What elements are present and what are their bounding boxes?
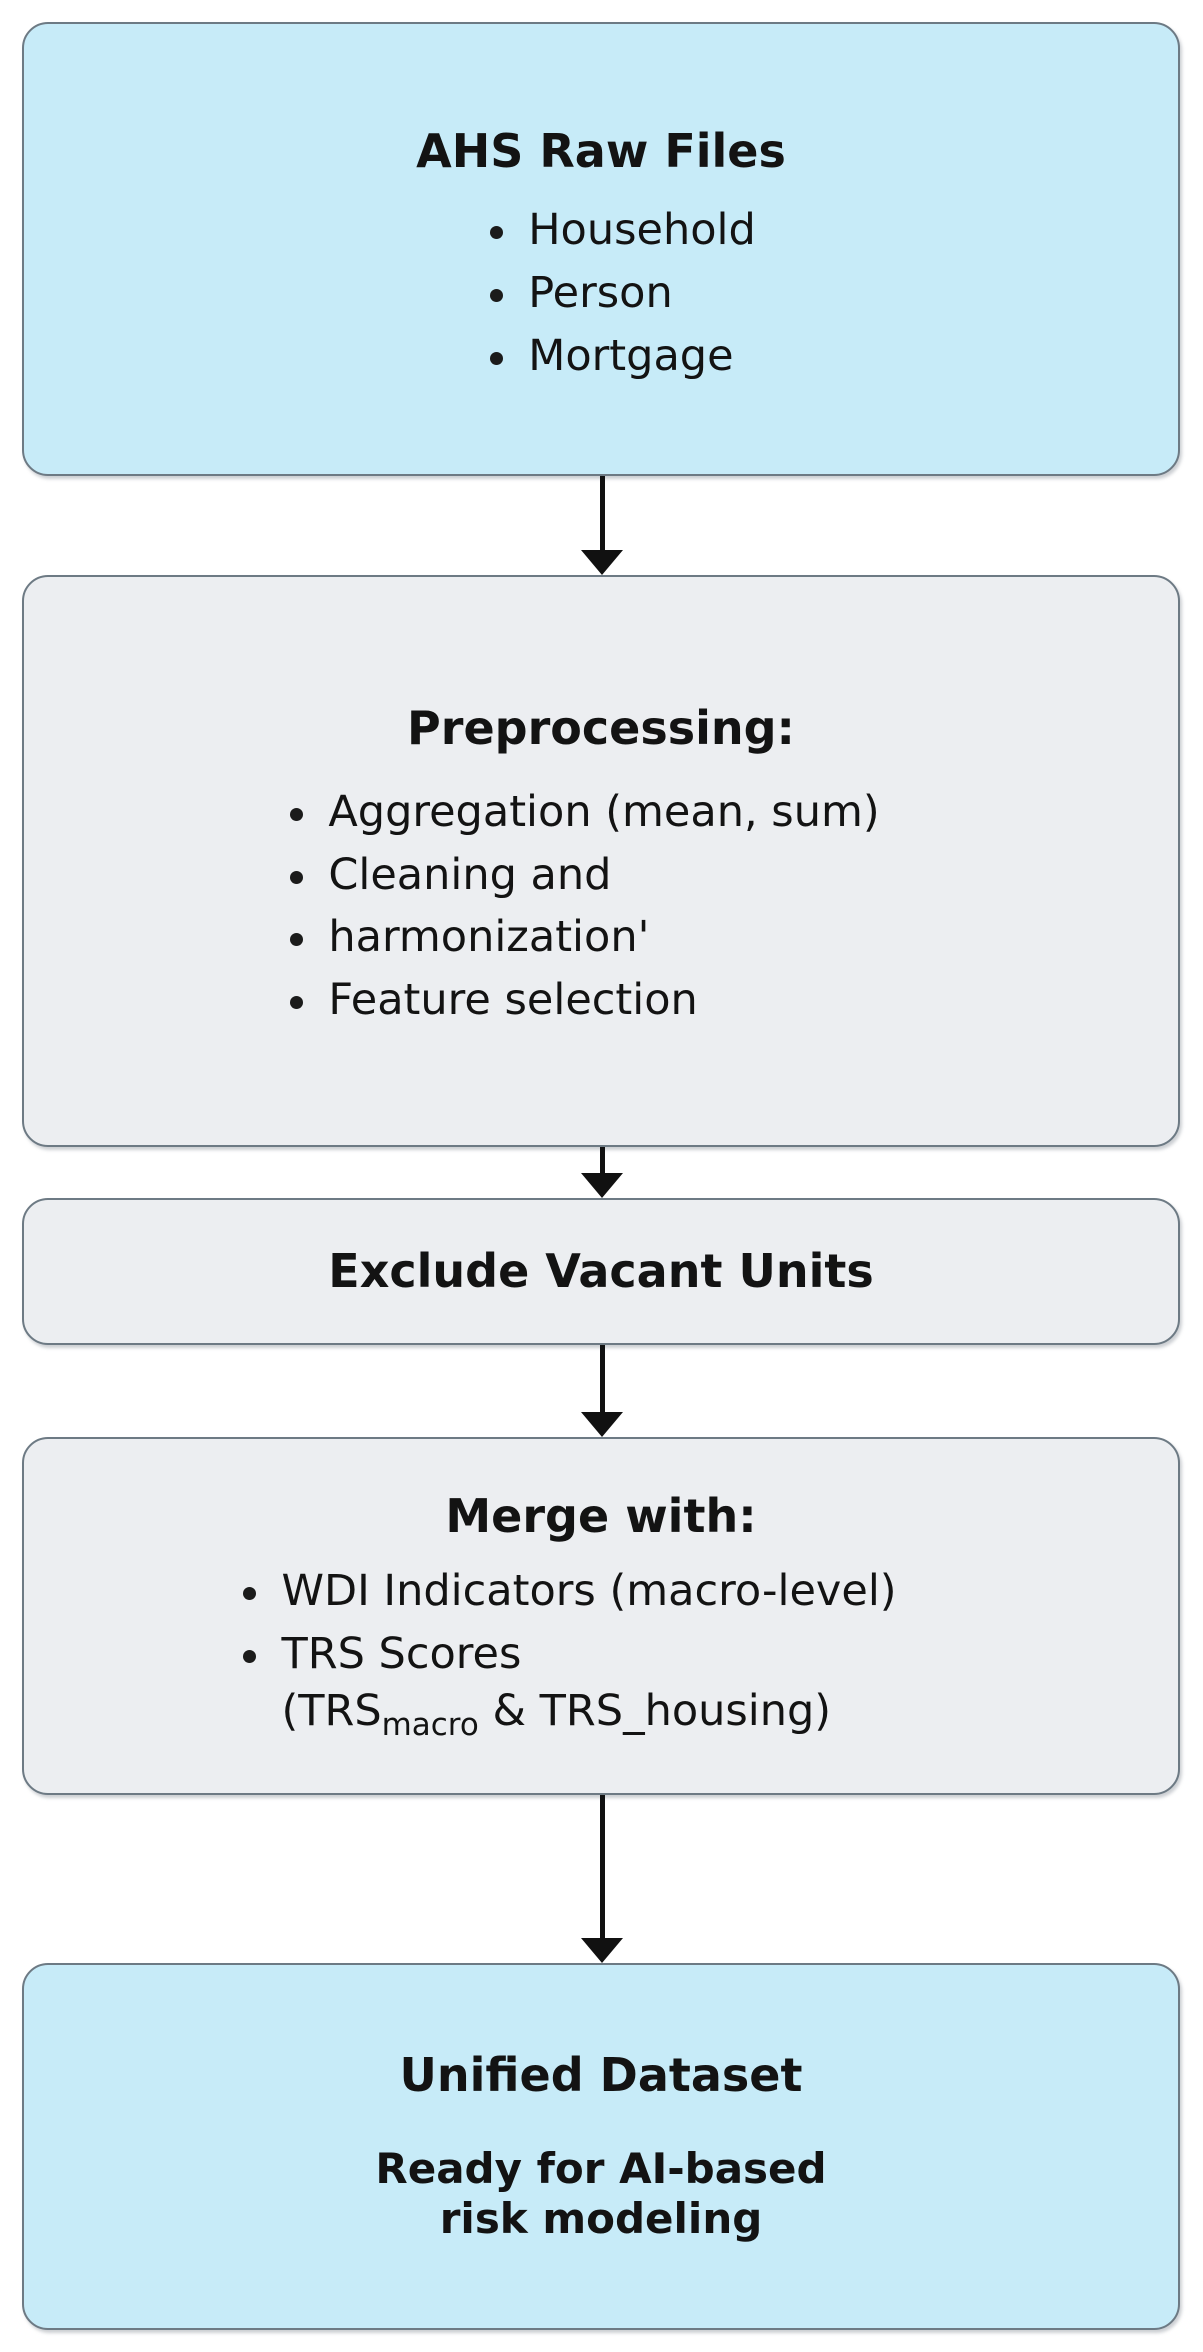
bullet-list-preprocessing: Aggregation (mean, sum) Cleaning and har… bbox=[282, 784, 880, 1029]
bullet-text: Aggregation (mean, sum) bbox=[328, 786, 880, 837]
bullet-dot-icon bbox=[290, 933, 304, 947]
bullet-list-ahs-raw-files: Household Person Mortgage bbox=[482, 202, 756, 384]
arrow-head-icon bbox=[581, 1412, 623, 1437]
list-item: Household bbox=[482, 202, 756, 259]
bullet-dot-icon bbox=[290, 807, 304, 821]
node-title-unified-dataset: Unified Dataset bbox=[399, 2047, 803, 2102]
bullet-text: Feature selection bbox=[328, 975, 698, 1026]
bullet-text: Mortgage bbox=[528, 330, 734, 381]
trs-prefix: (TRS bbox=[281, 1685, 382, 1736]
list-item: Cleaning and bbox=[282, 847, 879, 904]
bullet-list-merge-with: WDI Indicators (macro-level) TRS Scores … bbox=[235, 1563, 897, 1746]
bullet-dot-icon bbox=[490, 226, 504, 240]
list-item: Mortgage bbox=[482, 328, 756, 385]
arrow-head-icon bbox=[581, 1173, 623, 1198]
bullet-dot-icon bbox=[490, 289, 504, 302]
bullet-text: WDI Indicators (macro-level) bbox=[281, 1566, 896, 1616]
list-item: Feature selection bbox=[282, 972, 879, 1029]
node-unified-dataset[interactable]: Unified Dataset Ready for AI-based risk … bbox=[22, 1963, 1180, 2330]
list-item: WDI Indicators (macro-level) bbox=[235, 1563, 897, 1620]
bullet-dot-icon bbox=[243, 1650, 257, 1663]
node-preprocessing[interactable]: Preprocessing: Aggregation (mean, sum) C… bbox=[22, 575, 1180, 1147]
arrow-head-icon bbox=[581, 1938, 623, 1963]
node-title-ahs-raw-files: AHS Raw Files bbox=[416, 123, 786, 178]
list-item: Person bbox=[482, 265, 756, 322]
bullet-text: harmonization' bbox=[328, 912, 650, 963]
node-title-exclude-vacant-units: Exclude Vacant Units bbox=[328, 1244, 874, 1299]
bullet-text: Household bbox=[528, 205, 756, 256]
connector-shaft bbox=[600, 1795, 605, 1940]
bullet-continuation-line: (TRSmacro & TRS_housing) bbox=[281, 1683, 896, 1746]
list-item: TRS Scores (TRSmacro & TRS_housing) bbox=[235, 1626, 896, 1746]
node-exclude-vacant-units[interactable]: Exclude Vacant Units bbox=[22, 1198, 1180, 1345]
node-title-preprocessing: Preprocessing: bbox=[407, 701, 795, 756]
trs-subscript: macro bbox=[381, 1706, 479, 1743]
node-subtitle-line-1: Ready for AI-based bbox=[375, 2144, 827, 2194]
node-subtitle-line-2: risk modeling bbox=[439, 2193, 763, 2243]
list-item: Aggregation (mean, sum) bbox=[282, 784, 880, 841]
bullet-text: Cleaning and bbox=[328, 849, 612, 900]
trs-suffix: & TRS_housing) bbox=[478, 1685, 832, 1736]
node-ahs-raw-files[interactable]: AHS Raw Files Household Person Mortgage bbox=[22, 22, 1180, 476]
list-item: harmonization' bbox=[282, 909, 879, 966]
bullet-text: TRS Scores bbox=[281, 1628, 522, 1679]
connector-shaft bbox=[600, 476, 605, 552]
bullet-dot-icon bbox=[243, 1587, 257, 1601]
arrow-head-icon bbox=[581, 550, 623, 575]
connector-shaft bbox=[600, 1345, 605, 1414]
bullet-text: Person bbox=[528, 267, 673, 318]
bullet-dot-icon bbox=[490, 351, 504, 365]
bullet-dot-icon bbox=[290, 870, 304, 884]
node-title-merge-with: Merge with: bbox=[445, 1488, 757, 1543]
connector-shaft bbox=[600, 1147, 605, 1175]
node-merge-with[interactable]: Merge with: WDI Indicators (macro-level)… bbox=[22, 1437, 1180, 1795]
bullet-dot-icon bbox=[290, 996, 304, 1010]
bullet-text-main: WDI Indicators (macro-level) bbox=[281, 1566, 897, 1617]
